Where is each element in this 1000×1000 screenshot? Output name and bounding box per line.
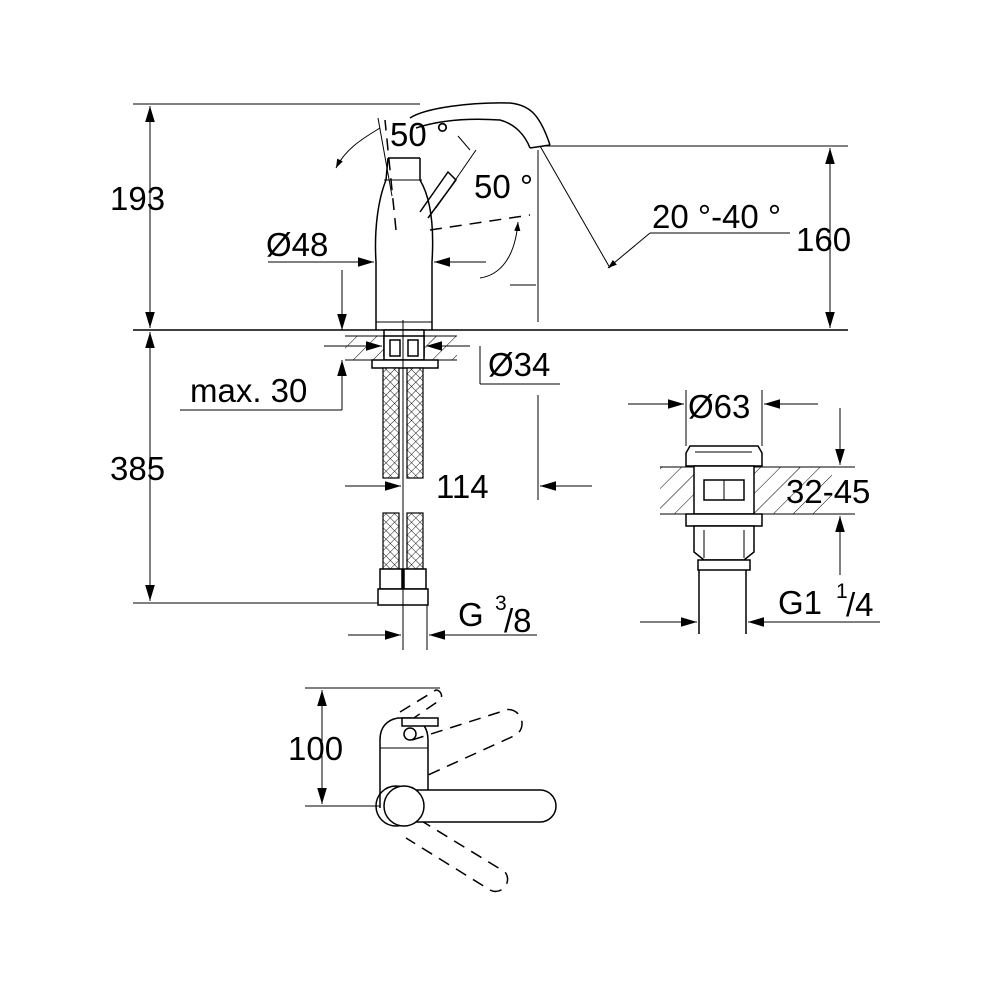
lever-swing-top xyxy=(399,689,443,723)
waste-head-diameter-label: Ø63 xyxy=(688,388,750,425)
hose-connector-right xyxy=(407,339,419,357)
spout-bottom xyxy=(415,118,531,149)
angle-ref-front xyxy=(377,117,393,197)
waste-thread-num: 1 xyxy=(836,580,848,603)
hose-nut-left xyxy=(379,568,403,590)
hose-connector-left xyxy=(389,339,401,357)
spout-height-label: 160 xyxy=(796,221,851,258)
waste-lock-nut xyxy=(693,525,755,561)
waste-plug-head xyxy=(685,445,763,467)
angle-ref-tick xyxy=(457,135,471,151)
hose-left-upper xyxy=(382,367,400,479)
mount-washer xyxy=(371,359,439,369)
height-above-deck-label: 193 xyxy=(110,180,165,217)
lever-angle-back-label: 50 ° xyxy=(474,168,533,205)
connection-thread-prefix: G xyxy=(458,596,484,633)
swivel-leader xyxy=(607,232,651,269)
base-diameter-label: Ø34 xyxy=(488,346,550,383)
waste-thread-den: /4 xyxy=(846,586,874,623)
waste-deck-range-label: 32-45 xyxy=(786,473,870,510)
plan-depth-label: 100 xyxy=(288,730,343,767)
lever-swing-down xyxy=(405,819,509,893)
plan-knob xyxy=(401,717,439,727)
spout-top xyxy=(409,102,551,146)
lever-angle-front-label: 50 ° xyxy=(390,116,449,153)
angle-arc-back xyxy=(479,221,521,279)
waste-nut-base xyxy=(697,559,751,571)
mixer-body-left xyxy=(374,157,389,330)
angle-arc-front xyxy=(335,127,381,169)
hose-nut-right xyxy=(403,568,427,590)
swivel-ray xyxy=(539,145,611,269)
angle-ref-back xyxy=(435,149,477,209)
spout-swivel-angle-label: 20 °-40 ° xyxy=(652,198,781,235)
mixer-plan-view: 100 xyxy=(288,687,557,893)
mixer-body-right xyxy=(419,158,434,330)
connection-thread-den: /8 xyxy=(504,602,532,639)
hose-right-upper xyxy=(406,367,424,479)
body-diameter-label: Ø48 xyxy=(266,226,328,263)
mixer-side-view: 50 ° 50 ° 20 °-40 ° 193 160 Ø48 xyxy=(110,102,851,650)
hose-right-lower xyxy=(406,512,424,570)
lever-position-back xyxy=(429,214,531,231)
max-deck-thickness-label: max. 30 xyxy=(190,372,307,409)
plan-aerator xyxy=(403,727,417,741)
plan-lever-hub xyxy=(383,785,425,827)
waste-fitting-view: Ø63 32-45 G1 1 /4 xyxy=(628,388,880,634)
below-deck-length-label: 385 xyxy=(110,450,165,487)
waste-nut xyxy=(685,513,763,527)
mixer-lever xyxy=(419,170,457,219)
waste-thread-prefix: G1 xyxy=(778,584,822,621)
hose-left-lower xyxy=(382,512,400,570)
plan-lever xyxy=(395,789,557,823)
connection-thread-num: 3 xyxy=(495,592,507,615)
spout-reach-label: 114 xyxy=(436,468,489,505)
